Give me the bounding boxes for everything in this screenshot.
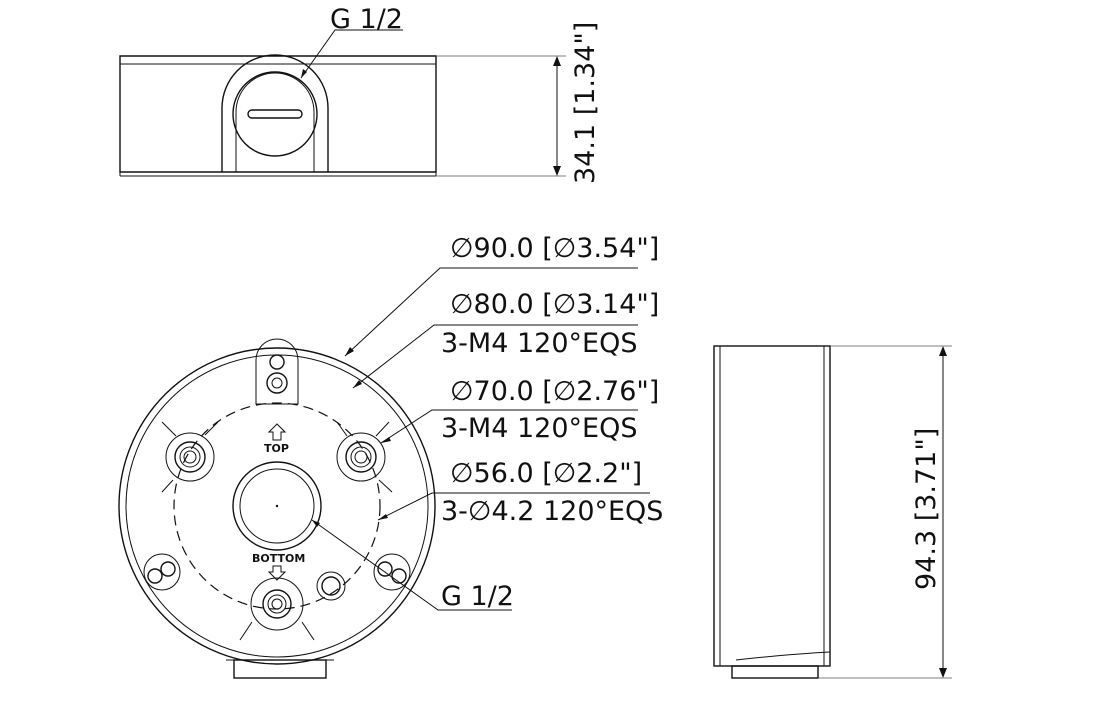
front-height-dim: 34.1 [1.34"] — [570, 22, 601, 184]
front-view: G 1/2 34.1 [1.34"] — [119, 4, 601, 184]
holes-spec: 3-∅4.2 120°EQS — [441, 496, 663, 527]
front-thread-label: G 1/2 — [330, 4, 403, 35]
bottom-thread-label: G 1/2 — [441, 581, 514, 612]
dim-holes-diameter: ∅56.0 [∅2.2"] — [450, 458, 642, 489]
dim-mount2-diameter: ∅70.0 [∅2.76"] — [450, 376, 659, 407]
bottom-view: TOP BOTTOM ∅90.0 [∅3.54"] ∅80.0 [∅3.14"]… — [118, 233, 663, 679]
dim-outer-diameter: ∅90.0 [∅3.54"] — [450, 233, 659, 264]
side-view: 94.3 [3.71"] — [713, 345, 952, 679]
mount1-spec: 3-M4 120°EQS — [441, 328, 637, 359]
mount2-spec: 3-M4 120°EQS — [441, 413, 637, 444]
dim-mount1-diameter: ∅80.0 [∅3.14"] — [450, 289, 659, 320]
side-height-dim: 94.3 [3.71"] — [911, 428, 942, 590]
bottom-marker: BOTTOM — [252, 552, 305, 565]
top-marker: TOP — [264, 442, 289, 455]
